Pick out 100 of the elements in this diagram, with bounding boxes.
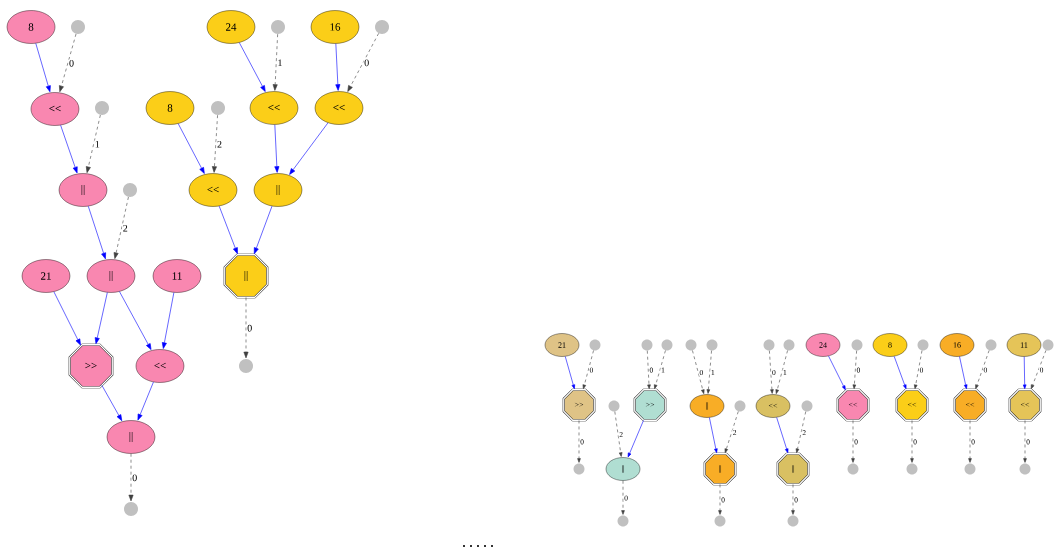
ellipse-node: <<	[188, 173, 238, 207]
dashed-arrow	[653, 350, 666, 389]
dashed-arrow	[347, 33, 379, 92]
ellipse-node: 11	[1006, 333, 1042, 357]
ellipse-node: <<	[314, 91, 364, 125]
arrow	[289, 122, 329, 175]
dashed-arrow	[775, 350, 788, 394]
dashed-arrow	[113, 196, 129, 259]
dashed-arrow	[968, 420, 972, 463]
octagon-node: <<	[1008, 388, 1042, 422]
ellipse-node: ||	[58, 173, 108, 207]
dashed-arrow	[582, 350, 594, 389]
arrow	[94, 292, 108, 344]
dashed-arrow	[975, 350, 990, 390]
dashed-arrow	[718, 484, 722, 515]
edge-label: 1	[94, 140, 101, 149]
dashed-arrow	[212, 114, 218, 173]
terminal-dot	[375, 20, 389, 34]
arrow	[564, 356, 576, 389]
ellipse-node: 24	[805, 333, 841, 357]
arrow	[88, 206, 106, 260]
ellipse-node: ||	[605, 457, 641, 481]
dashed-arrow	[791, 484, 795, 515]
dashed-arrow	[769, 350, 774, 394]
arrow	[119, 291, 152, 350]
arrow	[959, 356, 968, 389]
edge-label: 2	[122, 224, 129, 233]
dashed-arrow	[706, 350, 712, 394]
terminal-dot	[211, 101, 225, 115]
octagon-node: >>	[68, 343, 114, 389]
edge-label: 0	[363, 58, 370, 67]
ellipse-node: 8	[872, 333, 908, 357]
dashed-arrow	[692, 350, 705, 394]
dashed-arrow	[724, 411, 739, 454]
dashed-arrow	[795, 411, 807, 453]
arrow	[101, 385, 123, 421]
ellipse-node: <<	[755, 394, 791, 418]
terminal-dot	[239, 359, 253, 373]
dashed-arrow	[852, 350, 857, 389]
octagon-node: ||	[776, 452, 810, 486]
octagon-node: <<	[895, 388, 929, 422]
ellipse-node: ||	[86, 259, 136, 293]
ellipse-node: 16	[939, 333, 975, 357]
ellipse-node: 21	[21, 259, 71, 293]
arrow	[239, 42, 266, 92]
arrow	[218, 205, 238, 254]
terminal-dot	[71, 20, 85, 34]
terminal-dot	[271, 20, 285, 34]
arrow	[828, 355, 846, 390]
ellipse-node: 11	[152, 259, 202, 293]
octagon-node: ||	[223, 253, 269, 299]
ellipse-node: ||	[689, 394, 725, 418]
dashed-arrow	[614, 411, 623, 457]
edge-label: 2	[216, 140, 223, 149]
edge-label: 1	[276, 58, 283, 67]
dashed-arrow	[621, 480, 625, 515]
edge-label: 0	[131, 473, 138, 482]
octagon-node: >>	[633, 388, 667, 422]
ellipse-node: 16	[310, 10, 360, 44]
edge-label: 0	[246, 324, 253, 332]
arrow	[709, 417, 718, 453]
terminal-dot	[95, 101, 109, 115]
dashed-arrow	[851, 420, 855, 463]
dashed-arrow	[85, 114, 101, 173]
arrow	[60, 124, 78, 174]
arrow	[177, 123, 205, 174]
ellipse-node: <<	[249, 91, 299, 125]
octagon-node: <<	[836, 388, 870, 422]
arrow	[776, 417, 789, 454]
octagon-node: ||	[703, 452, 737, 486]
ellipse-node: 8	[6, 10, 56, 44]
dashed-arrow	[272, 33, 278, 91]
ellipsis-text: . . . . .	[463, 545, 493, 547]
ellipse-node: 8	[145, 91, 195, 125]
ellipse-node: ||	[106, 420, 156, 454]
ellipse-node: <<	[135, 349, 185, 383]
ellipse-node: ||	[253, 173, 303, 207]
dashed-arrow	[1030, 350, 1047, 390]
dashed-arrow	[128, 453, 134, 502]
arrow	[53, 291, 81, 346]
dashed-arrow	[59, 33, 77, 93]
arrow	[137, 381, 154, 421]
arrow	[893, 356, 907, 390]
dashed-arrow	[577, 420, 581, 463]
arrow	[335, 43, 341, 91]
arrow	[627, 420, 644, 458]
ellipse-node: <<	[30, 92, 80, 126]
dashed-arrow	[913, 350, 923, 389]
dashed-arrow	[243, 297, 249, 359]
terminal-dot	[124, 502, 138, 516]
octagon-node: <<	[953, 388, 987, 422]
dashed-arrow	[647, 350, 651, 389]
ellipse-node: 21	[544, 333, 580, 357]
arrow	[161, 292, 175, 349]
octagon-node: >>	[562, 388, 596, 422]
ellipse-node: 24	[206, 10, 256, 44]
dashed-arrow	[1023, 420, 1027, 463]
arrow	[274, 124, 280, 173]
terminal-dot	[123, 183, 137, 197]
edge-label: 0	[68, 59, 75, 68]
